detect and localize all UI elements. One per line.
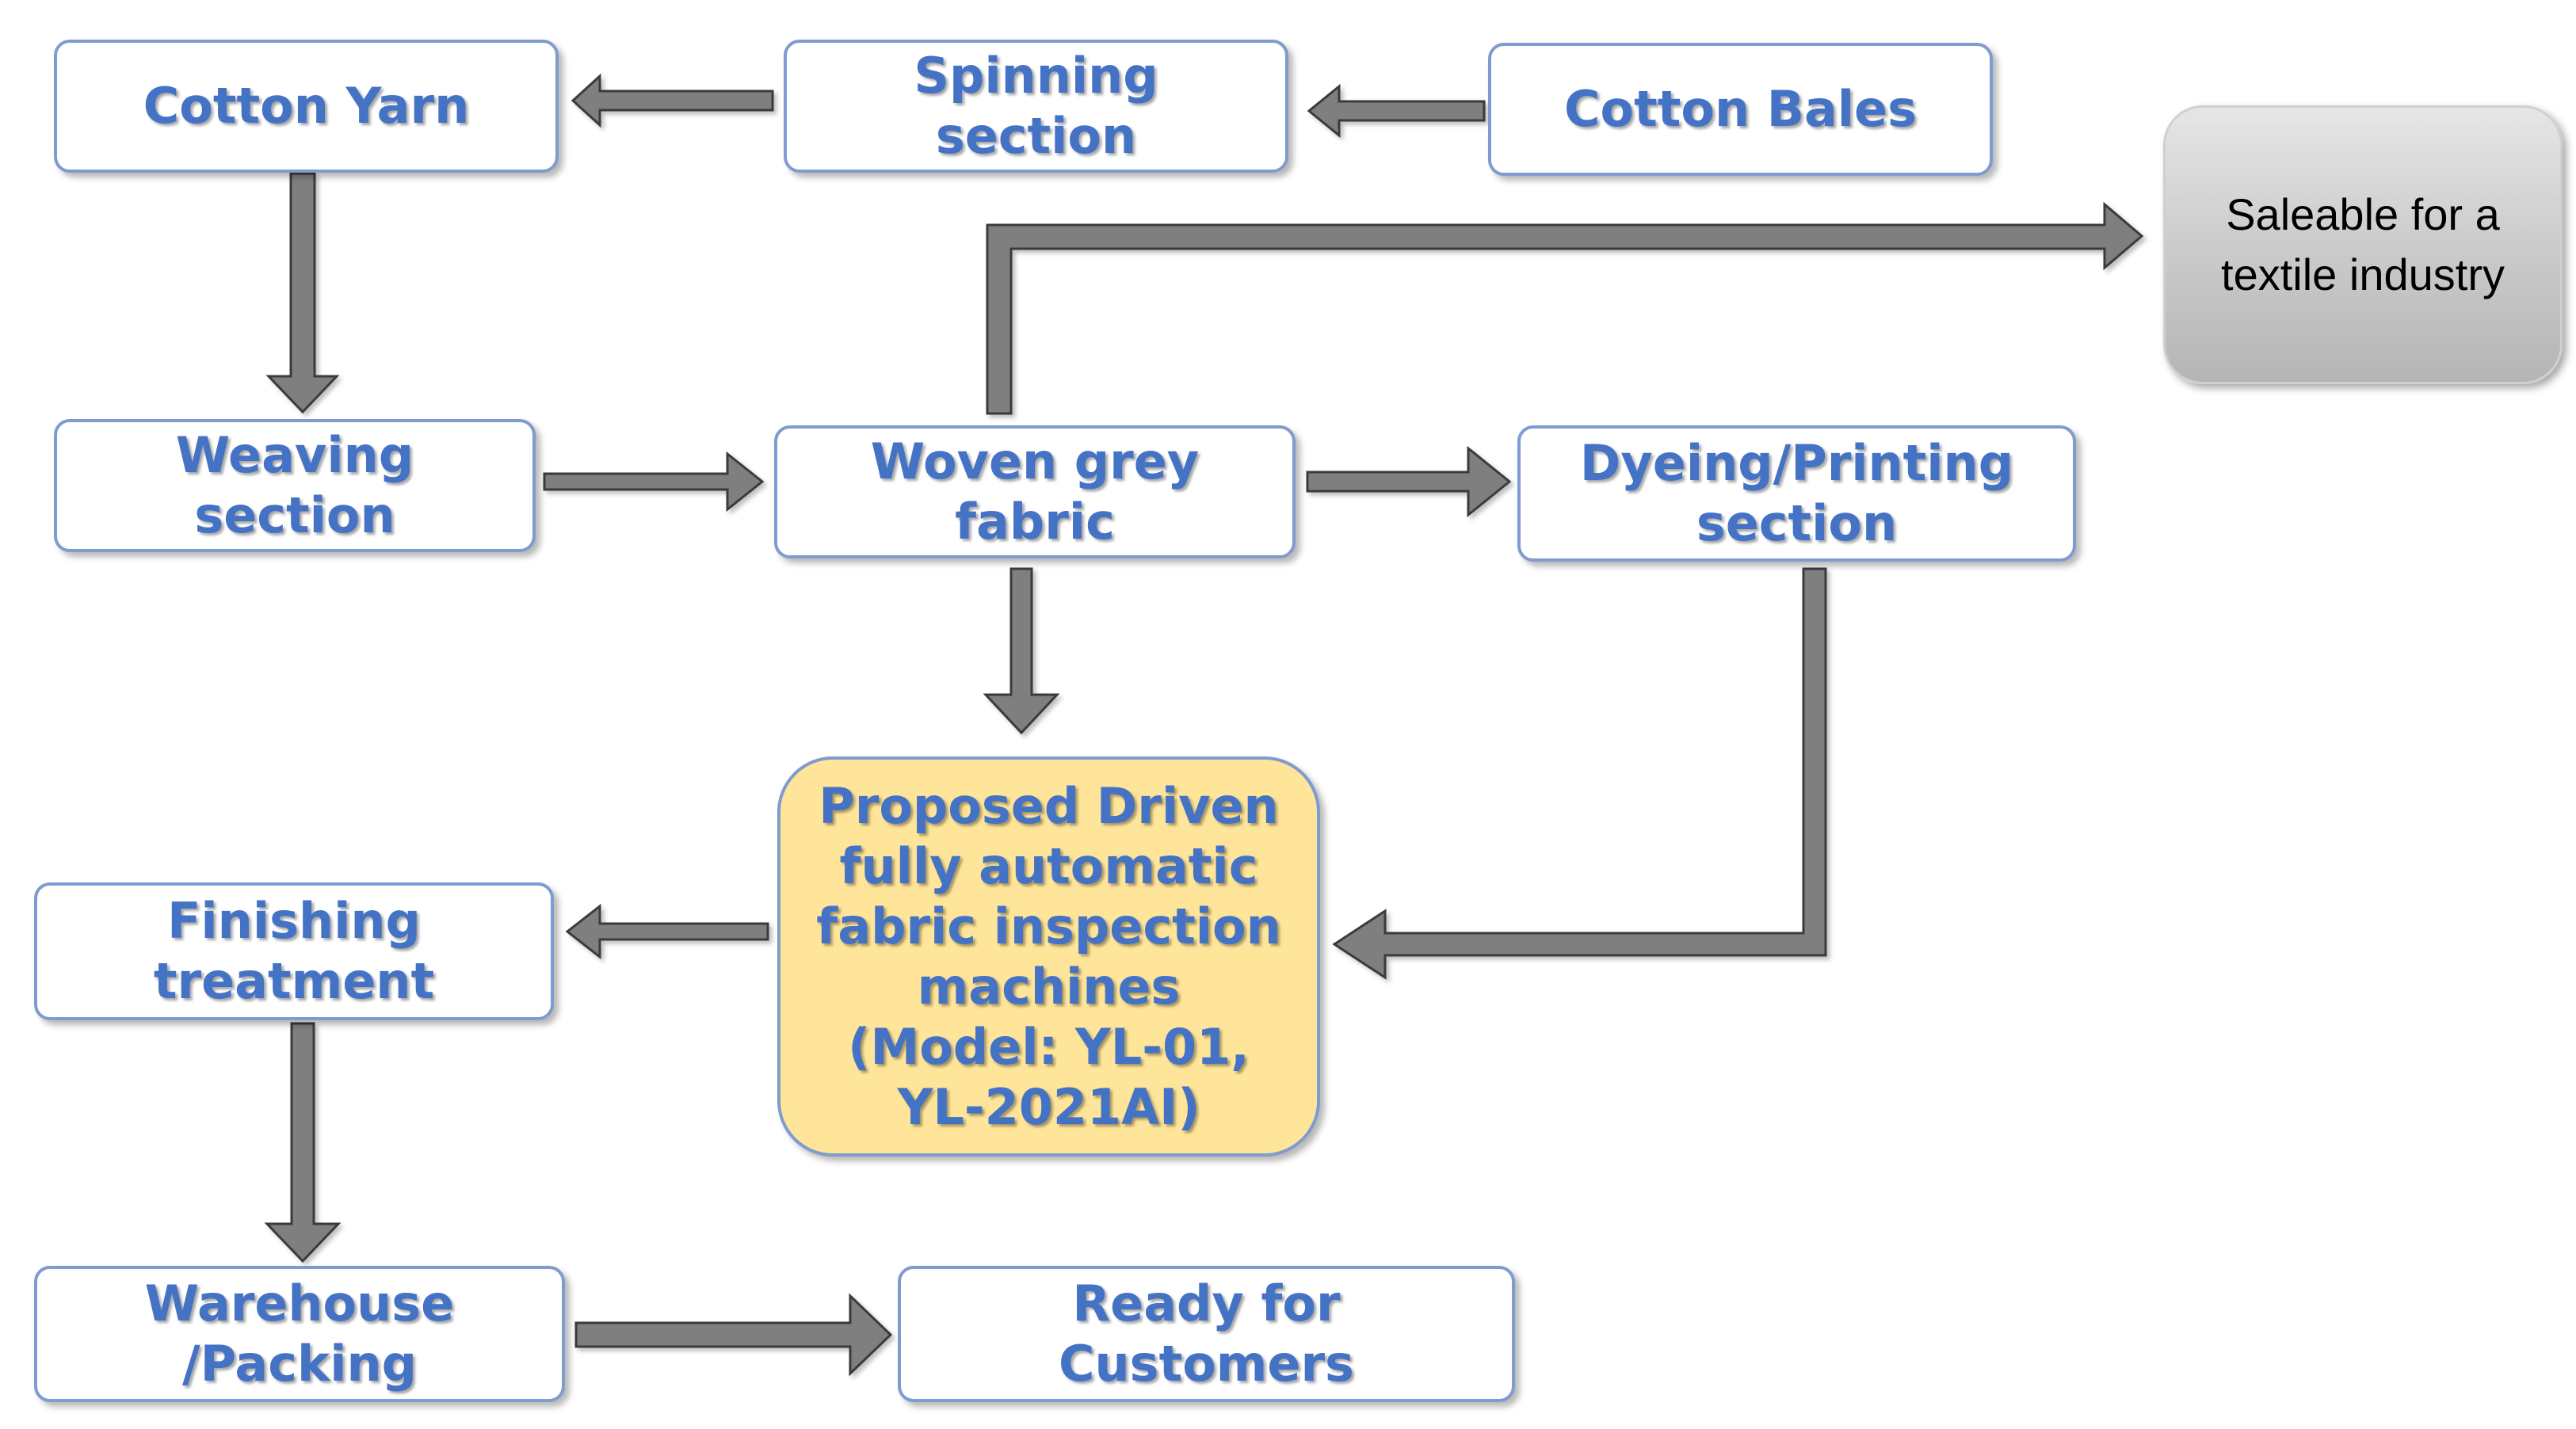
node-saleable-label: Saleable for a textile industry <box>2221 189 2505 299</box>
node-weaving-section-label: Weaving section <box>175 426 414 544</box>
arrow-weaving-to-woven <box>543 451 765 513</box>
node-dyeing-printing-section-label: Dyeing/Printing section <box>1579 434 2014 552</box>
node-finishing-treatment: Finishing treatment <box>34 882 554 1020</box>
node-spinning-section-label: Spinning section <box>914 47 1158 165</box>
node-ready-for-customers-label: Ready for Customers <box>1059 1275 1354 1393</box>
arrow-bales-to-spinning <box>1307 83 1486 139</box>
arrow-woven-to-saleable <box>986 201 2144 415</box>
arrow-warehouse-to-ready <box>574 1293 893 1377</box>
node-cotton-yarn: Cotton Yarn <box>54 40 559 173</box>
node-proposed-inspection-machine: Proposed Driven fully automatic fabric i… <box>777 756 1320 1157</box>
node-proposed-inspection-machine-label: Proposed Driven fully automatic fabric i… <box>816 776 1281 1136</box>
node-cotton-bales-label: Cotton Bales <box>1564 80 1917 138</box>
arrow-proposed-to-finishing <box>565 903 769 960</box>
node-saleable: Saleable for a textile industry <box>2163 105 2563 384</box>
arrow-woven-to-dyeing <box>1306 445 1512 518</box>
node-finishing-treatment-label: Finishing treatment <box>153 892 435 1010</box>
arrow-spinning-to-yarn <box>571 73 774 128</box>
node-weaving-section: Weaving section <box>54 419 536 552</box>
node-dyeing-printing-section: Dyeing/Printing section <box>1517 425 2076 562</box>
node-ready-for-customers: Ready for Customers <box>898 1266 1515 1402</box>
node-woven-grey-fabric-label: Woven grey fabric <box>870 433 1200 551</box>
arrow-finishing-to-warehouse <box>264 1022 342 1263</box>
node-woven-grey-fabric: Woven grey fabric <box>774 425 1296 558</box>
arrow-dyeing-to-proposed <box>1332 567 1827 980</box>
arrow-yarn-to-weaving <box>265 172 340 414</box>
node-warehouse-packing-label: Warehouse /Packing <box>144 1275 455 1393</box>
node-warehouse-packing: Warehouse /Packing <box>34 1266 565 1402</box>
arrow-woven-to-proposed <box>983 567 1060 735</box>
node-cotton-yarn-label: Cotton Yarn <box>143 77 470 135</box>
node-cotton-bales: Cotton Bales <box>1488 43 1993 176</box>
node-spinning-section: Spinning section <box>784 40 1288 173</box>
